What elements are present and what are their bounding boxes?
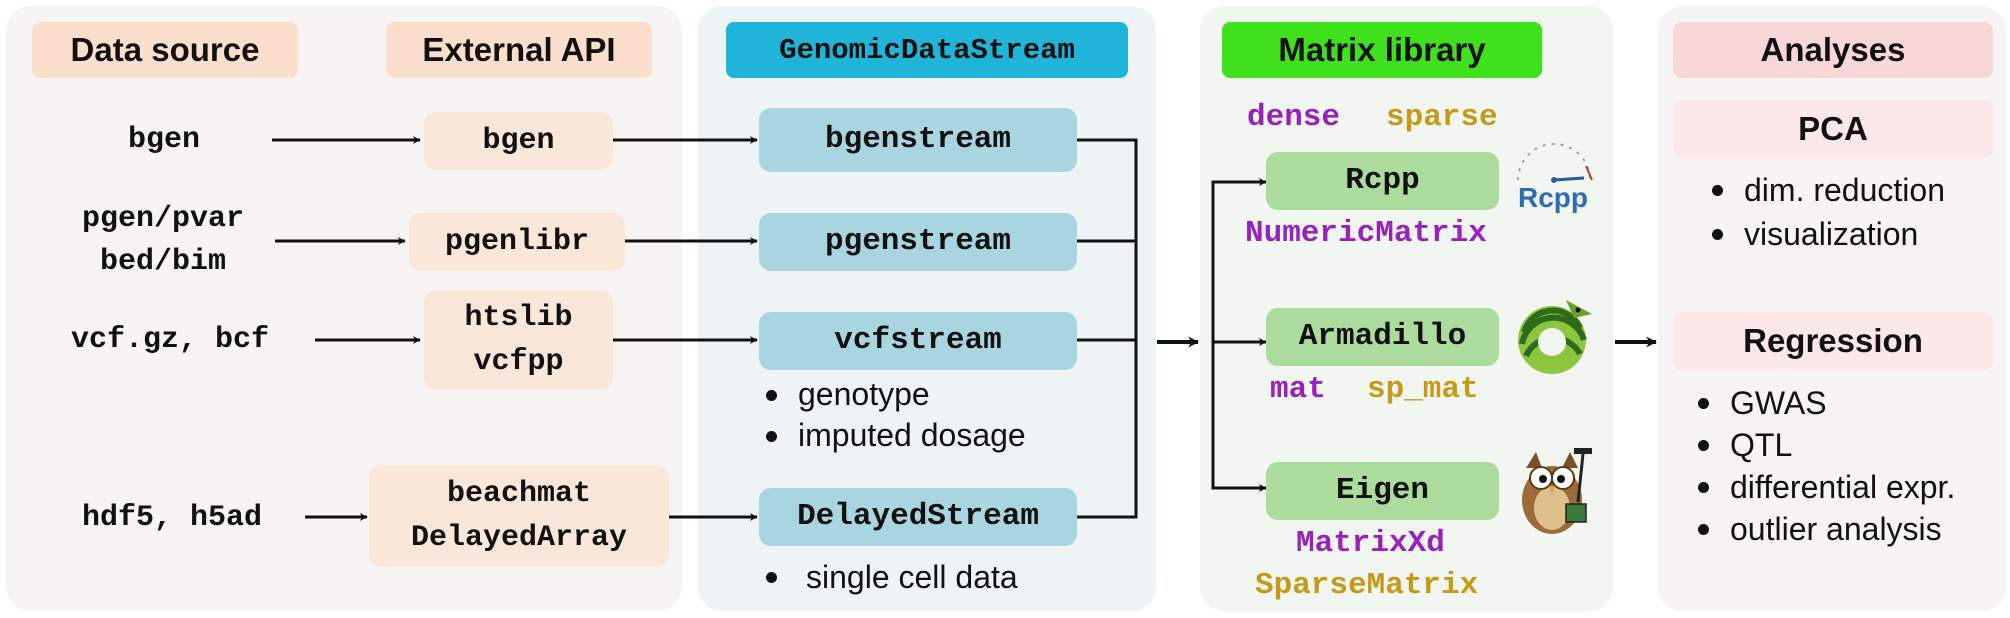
armadillo-icon bbox=[1518, 300, 1592, 374]
api-label: htslib bbox=[464, 301, 573, 335]
analysis-item: outlier analysis bbox=[1692, 508, 1955, 550]
rcpp-gauge-icon bbox=[1517, 143, 1593, 183]
header-external-api: External API bbox=[386, 22, 652, 78]
source-vcf: vcf.gz, bcf bbox=[40, 316, 300, 364]
rcpp-type-dense: dense bbox=[1247, 100, 1341, 135]
stream-label: bgenstream bbox=[824, 122, 1012, 157]
api-bgen-box: bgen bbox=[424, 112, 613, 170]
matrix-lib-label: Rcpp bbox=[1345, 163, 1420, 198]
rcpp-box: Rcpp bbox=[1266, 152, 1499, 210]
note-item: single cell data bbox=[760, 556, 1018, 598]
note-item: imputed dosage bbox=[760, 415, 1026, 456]
source-format: vcf.gz, bcf bbox=[70, 322, 270, 357]
vcfstream-notes: genotype imputed dosage bbox=[760, 374, 1026, 456]
analysis-item: QTL bbox=[1692, 424, 1955, 466]
vcfstream-box: vcfstream bbox=[759, 312, 1077, 370]
analysis-item: visualization bbox=[1706, 212, 1945, 256]
analysis-item: GWAS bbox=[1692, 382, 1955, 424]
stream-merge-bracket bbox=[1077, 138, 1138, 519]
armadillo-box: Armadillo bbox=[1266, 308, 1499, 366]
header-matrix-library: Matrix library bbox=[1222, 22, 1542, 78]
pgenstream-box: pgenstream bbox=[759, 213, 1077, 271]
rcpp-type-sparse: sparse bbox=[1386, 100, 1498, 135]
bgenstream-box: bgenstream bbox=[759, 108, 1077, 172]
eigen-type-sparsematrix: SparseMatrix bbox=[1255, 568, 1479, 603]
pca-items: dim. reduction visualization bbox=[1706, 168, 1945, 256]
rcpp-type-numericmatrix: NumericMatrix bbox=[1245, 216, 1487, 251]
note-item: genotype bbox=[760, 374, 1026, 415]
source-bgen: bgen bbox=[60, 116, 268, 164]
api-label: DelayedArray bbox=[410, 521, 628, 555]
eigen-box: Eigen bbox=[1266, 462, 1499, 520]
api-pgenlibr-box: pgenlibr bbox=[409, 213, 625, 271]
source-format: pgen/pvar bbox=[81, 202, 245, 236]
header-analyses: Analyses bbox=[1673, 22, 1993, 78]
regression-items: GWAS QTL differential expr. outlier anal… bbox=[1692, 382, 1955, 550]
source-format: hdf5, h5ad bbox=[81, 500, 263, 535]
regression-header: Regression bbox=[1673, 312, 1993, 370]
delayedstream-notes: single cell data bbox=[760, 556, 1018, 598]
eigen-type-matrixxd: MatrixXd bbox=[1296, 526, 1445, 561]
api-label: beachmat bbox=[446, 477, 592, 511]
matrix-lib-label: Armadillo bbox=[1298, 319, 1467, 354]
armadillo-logo bbox=[1514, 292, 1596, 382]
api-label: pgenlibr bbox=[444, 225, 590, 259]
stream-label: pgenstream bbox=[824, 224, 1012, 259]
pca-header: PCA bbox=[1673, 100, 1993, 158]
owl-icon bbox=[1522, 448, 1592, 534]
eigen-logo bbox=[1512, 442, 1598, 538]
stream-label: vcfstream bbox=[834, 323, 1002, 358]
stream-label: DelayedStream bbox=[797, 499, 1039, 534]
source-pgen: pgen/pvar bed/bim bbox=[50, 198, 276, 284]
armadillo-type-sp-mat: sp_mat bbox=[1367, 372, 1479, 407]
source-format: bed/bim bbox=[99, 245, 227, 279]
api-label: bgen bbox=[482, 124, 555, 158]
source-format: bgen bbox=[127, 122, 200, 157]
api-label: vcfpp bbox=[473, 345, 564, 379]
header-genomic-data-stream: GenomicDataStream bbox=[726, 22, 1128, 78]
armadillo-type-mat: mat bbox=[1270, 372, 1326, 407]
matrix-lib-label: Eigen bbox=[1335, 473, 1429, 508]
analysis-item: dim. reduction bbox=[1706, 168, 1945, 212]
source-hdf5: hdf5, h5ad bbox=[44, 494, 300, 542]
api-beachmat-box: beachmat DelayedArray bbox=[369, 465, 669, 567]
rcpp-logo: Rcpp bbox=[1512, 140, 1598, 216]
rcpp-logo-text: Rcpp bbox=[1518, 182, 1588, 213]
delayedstream-box: DelayedStream bbox=[759, 488, 1077, 546]
analysis-item: differential expr. bbox=[1692, 466, 1955, 508]
api-htslib-box: htslib vcfpp bbox=[424, 290, 613, 390]
header-data-source: Data source bbox=[32, 22, 298, 78]
